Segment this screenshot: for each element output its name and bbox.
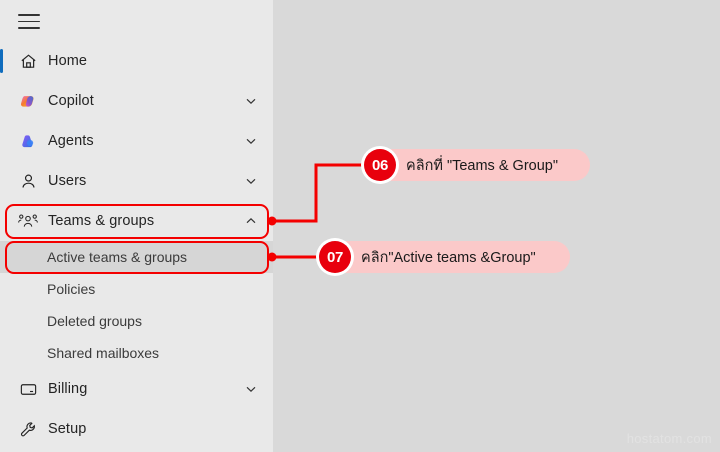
step-number: 06 — [364, 149, 396, 181]
agents-icon — [18, 131, 38, 151]
annotation-callout-06: 06 คลิกที่ "Teams & Group" — [361, 146, 590, 184]
sidebar-subitem-active-teams-and-groups[interactable]: Active teams & groups — [0, 241, 273, 273]
copilot-icon — [18, 91, 38, 111]
home-icon — [18, 51, 38, 71]
sidebar-subitem-deleted-groups[interactable]: Deleted groups — [0, 305, 273, 337]
sidebar-subitem-label: Shared mailboxes — [47, 345, 160, 361]
chevron-up-icon[interactable] — [243, 213, 259, 229]
teams-groups-icon — [18, 211, 38, 231]
step-badge-06: 06 — [361, 146, 399, 184]
step-number: 07 — [319, 241, 351, 273]
sidebar-item-label: Setup — [48, 421, 87, 437]
annotation-callout-07: 07 คลิก"Active teams &Group" — [316, 238, 570, 276]
hamburger-bar — [18, 20, 40, 23]
user-icon — [18, 171, 38, 191]
sidebar-item-users[interactable]: Users — [0, 161, 273, 201]
sidebar-subitem-shared-mailboxes[interactable]: Shared mailboxes — [0, 337, 273, 369]
sidebar-item-label: Billing — [48, 381, 88, 397]
hamburger-bar — [18, 27, 40, 29]
sidebar-subitem-label: Policies — [47, 281, 96, 297]
step-badge-07: 07 — [316, 238, 354, 276]
navigation-sidebar: Home Copilot — [0, 0, 273, 452]
sidebar-item-label: Teams & groups — [48, 213, 155, 229]
sidebar-item-copilot[interactable]: Copilot — [0, 81, 273, 121]
chevron-down-icon[interactable] — [243, 133, 259, 149]
hamburger-bar — [18, 14, 40, 16]
chevron-down-icon[interactable] — [243, 93, 259, 109]
sidebar-item-teams-and-groups[interactable]: Teams & groups — [0, 201, 273, 241]
sidebar-item-setup[interactable]: Setup — [0, 409, 273, 449]
sidebar-item-label: Home — [48, 53, 88, 69]
wrench-icon — [18, 419, 38, 439]
sidebar-item-billing[interactable]: Billing — [0, 369, 273, 409]
sidebar-item-agents[interactable]: Agents — [0, 121, 273, 161]
billing-card-icon — [18, 379, 38, 399]
annotation-text: คลิก"Active teams &Group" — [361, 249, 536, 266]
sidebar-item-label: Agents — [48, 133, 94, 149]
watermark: hostatom.com — [626, 431, 712, 446]
hamburger-menu-icon[interactable] — [18, 14, 40, 29]
chevron-down-icon[interactable] — [243, 381, 259, 397]
chevron-down-icon[interactable] — [243, 173, 259, 189]
sidebar-subitem-policies[interactable]: Policies — [0, 273, 273, 305]
sidebar-subitem-label: Deleted groups — [47, 313, 142, 329]
sidebar-item-label: Copilot — [48, 93, 94, 109]
sidebar-item-label: Users — [48, 173, 87, 189]
sidebar-item-home[interactable]: Home — [0, 41, 273, 81]
active-indicator — [0, 49, 3, 73]
annotation-text: คลิกที่ "Teams & Group" — [406, 157, 558, 174]
sidebar-subitem-label: Active teams & groups — [47, 249, 188, 265]
